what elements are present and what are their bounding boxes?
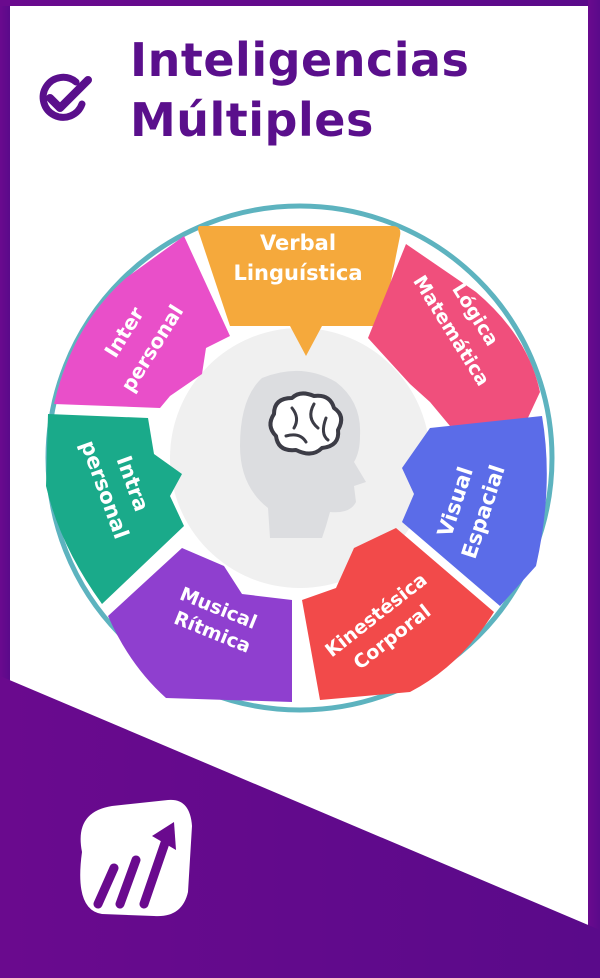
segment-kinestesica: Kinestésica Corporal	[302, 528, 494, 700]
segment-intra: Intra personal	[46, 414, 184, 604]
checkmark-circle-icon	[39, 73, 92, 121]
segment-verbal-line1: Verbal	[260, 231, 336, 255]
growth-arrow-logo-icon	[80, 799, 192, 917]
segment-visual: Visual Espacial	[402, 416, 547, 606]
segment-verbal: Verbal Linguística	[198, 226, 401, 356]
frame-border-top	[0, 0, 600, 6]
page-title-line-1: Inteligencias	[130, 33, 470, 87]
segment-logica: Lógica Matemática	[368, 244, 540, 426]
segment-inter: Inter personal	[54, 236, 230, 408]
segment-verbal-line2: Linguística	[233, 261, 362, 285]
page-title-line-2: Múltiples	[130, 93, 374, 147]
segment-musical: Musical Rítmica	[108, 548, 292, 702]
frame-border-right	[588, 0, 600, 930]
intelligences-wheel: Verbal Linguística Lógica Matemática Vis…	[45, 203, 555, 713]
frame-border-left	[0, 0, 10, 978]
head-brain-icon	[240, 370, 366, 538]
